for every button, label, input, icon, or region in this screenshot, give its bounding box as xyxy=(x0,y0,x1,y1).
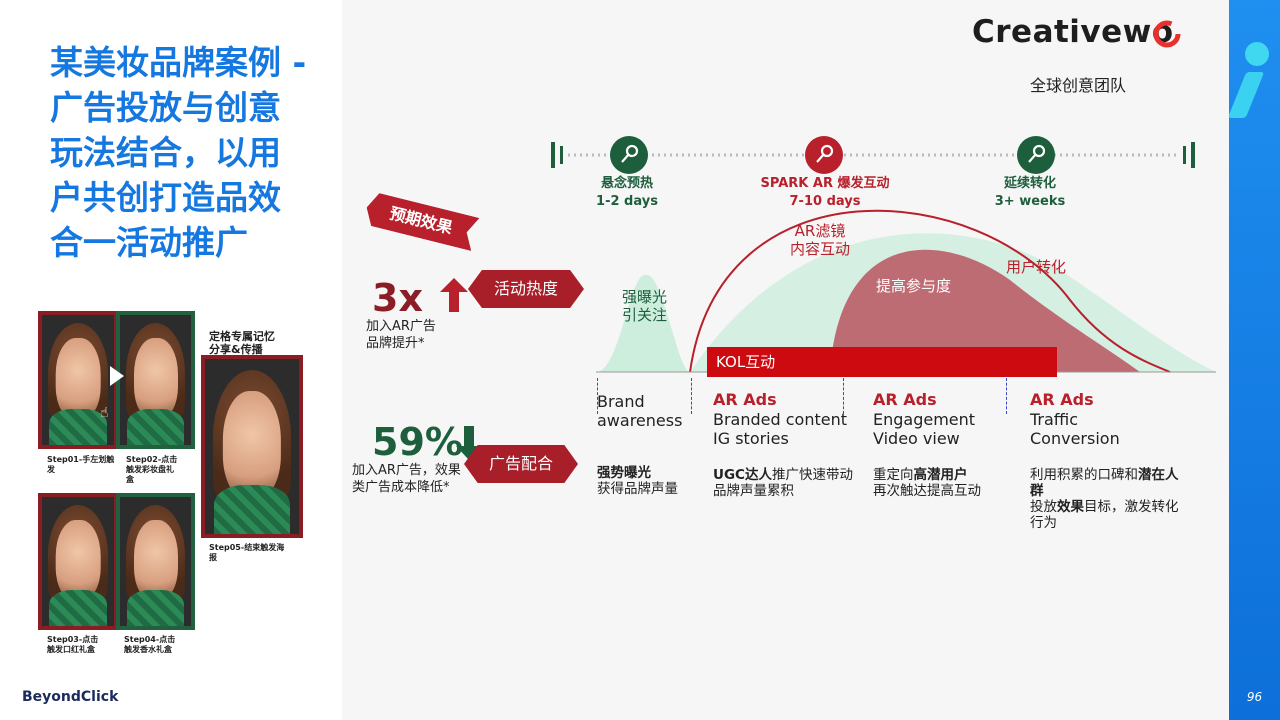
conversion-label: 用户转化 xyxy=(1006,258,1067,276)
step04-phone xyxy=(116,493,195,630)
exposure-label: 强曝光 引关注 xyxy=(622,288,668,324)
col2-body: Branded content IG stories xyxy=(713,410,847,448)
page-number: 96 xyxy=(1246,690,1263,704)
milestone-icon-3 xyxy=(1017,136,1055,174)
col4-desc: 利用积累的口碑和潜在人群投放效果目标，激发转化行为 xyxy=(1030,467,1179,531)
logo-tagline: 全球创意团队 xyxy=(1030,76,1127,95)
column-divider xyxy=(597,378,598,414)
engagement-label: 提高参与度 xyxy=(876,277,952,295)
step02-caption: Step02-点击 触发彩妆盘礼 盒 xyxy=(126,455,178,484)
col3-body: Engagement Video view xyxy=(873,410,976,448)
phase2-duration: 7-10 days xyxy=(789,194,861,209)
ad-support-badge: 广告配合 xyxy=(464,445,578,483)
step02-phone xyxy=(116,311,195,449)
accent-dot xyxy=(1245,42,1269,66)
brand-footer: BeyondClick xyxy=(22,689,119,705)
creativewo-logo: Creativewo xyxy=(972,14,1174,50)
metric-59: 59% xyxy=(372,420,463,464)
hand-icon: ☝ xyxy=(100,405,109,421)
metric-3x: 3x xyxy=(372,276,423,320)
col1-body: Brand awareness xyxy=(597,392,683,430)
share-caption: 定格专属记忆 分享&传播 xyxy=(209,330,275,356)
step03-caption: Step03-点击 触发口红礼盒 xyxy=(47,635,99,654)
step04-caption: Step04-点击 触发香水礼盒 xyxy=(124,635,176,654)
kol-interaction-bar: KOL互动 xyxy=(707,347,1057,377)
column-divider xyxy=(843,378,844,414)
step01-phone: ☝ xyxy=(38,311,118,449)
col3-desc: 重定向高潜用户再次触达提高互动 xyxy=(873,467,981,499)
metric-59-label: 加入AR广告，效果 类广告成本降低* xyxy=(352,463,461,495)
arrow-right-icon xyxy=(110,366,124,386)
metric-3x-label: 加入AR广告 品牌提升* xyxy=(366,319,436,351)
col4-body: Traffic Conversion xyxy=(1030,410,1120,448)
activity-heat-badge: 活动热度 xyxy=(468,270,584,308)
accent-slash xyxy=(1227,72,1265,118)
phase3-name: 延续转化 xyxy=(1003,176,1056,191)
campaign-timeline-chart xyxy=(551,136,1216,373)
step01-caption: Step01-手左划触 发 xyxy=(47,455,115,474)
phase1-name: 悬念预热 xyxy=(600,176,653,191)
step05-caption: Step05-结束触发海 报 xyxy=(209,543,285,562)
col2-desc: UGC达人推广快速带动品牌声量累积 xyxy=(713,467,853,499)
right-accent-bar xyxy=(1227,0,1280,720)
slide-title: 某美妆品牌案例 - 广告投放与创意 玩法结合，以用 户共创打造品效 合一活动推广 xyxy=(50,43,307,262)
logo-ring-icon xyxy=(1153,20,1181,48)
step03-phone xyxy=(38,493,118,630)
phase1-duration: 1-2 days xyxy=(596,194,658,209)
col1-desc: 强势曝光获得品牌声量 xyxy=(597,465,678,497)
ar-filter-label: AR滤镜 内容互动 xyxy=(790,222,851,258)
column-divider xyxy=(1006,378,1007,414)
col4-head: AR Ads xyxy=(1030,390,1094,409)
step05-phone xyxy=(201,355,303,538)
milestone-icon-2 xyxy=(805,136,843,174)
column-divider xyxy=(691,378,692,414)
col3-head: AR Ads xyxy=(873,390,937,409)
phase2-name: SPARK AR 爆发互动 xyxy=(760,176,890,191)
up-arrow-icon xyxy=(440,278,468,312)
milestone-icon-1 xyxy=(610,136,648,174)
phase3-duration: 3+ weeks xyxy=(994,194,1066,209)
col2-head: AR Ads xyxy=(713,390,777,409)
